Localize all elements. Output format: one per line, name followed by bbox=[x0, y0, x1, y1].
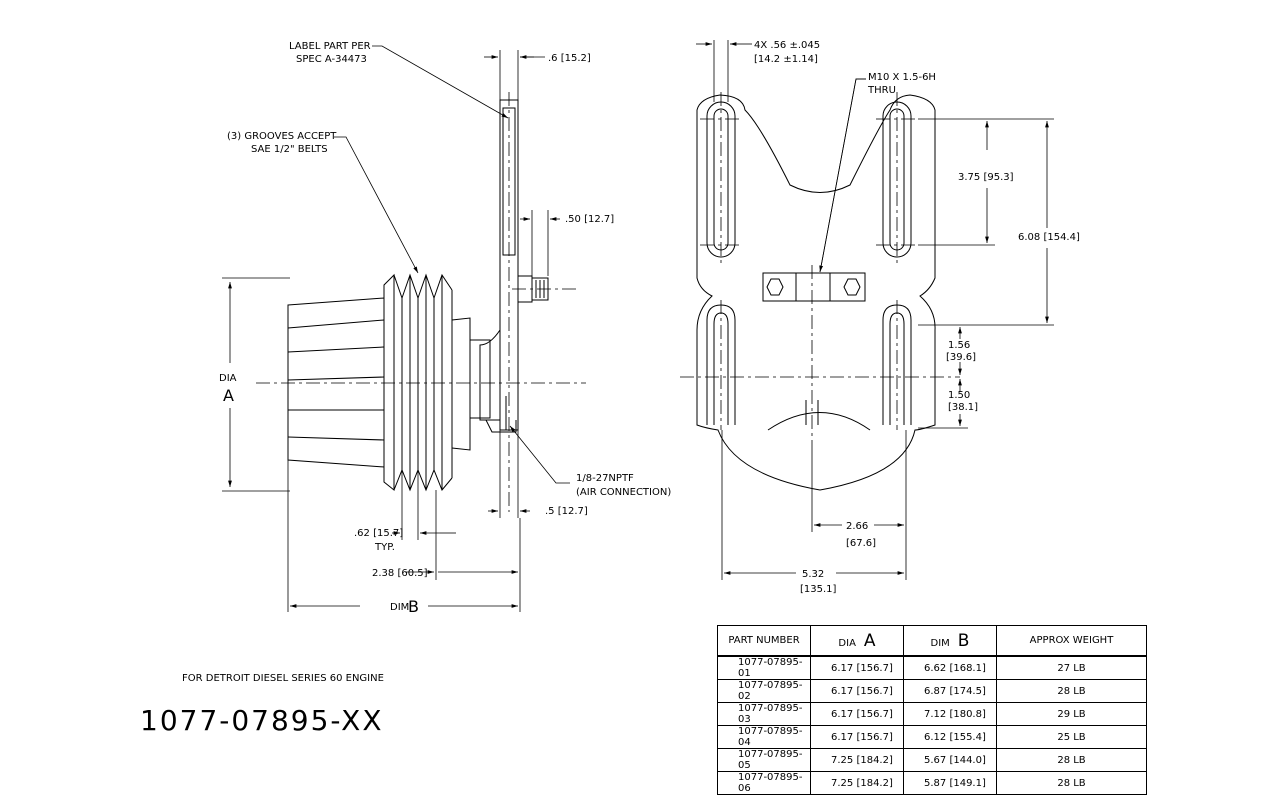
cell-weight: 28 LB bbox=[996, 748, 1147, 772]
label-part-note-line2: SPEC A-34473 bbox=[296, 54, 367, 65]
dim-156: 1.56 bbox=[948, 340, 970, 351]
engine-note: FOR DETROIT DIESEL SERIES 60 ENGINE bbox=[182, 673, 384, 684]
dia-letter: A bbox=[223, 386, 234, 405]
grooves-note-line1: (3) GROOVES ACCEPT bbox=[227, 131, 337, 142]
dim-266-metric: [67.6] bbox=[846, 538, 876, 549]
cell-dia: 6.17 [156.7] bbox=[810, 656, 904, 680]
table-row: 1077-07895-01 6.17 [156.7] 6.62 [168.1] … bbox=[717, 656, 1147, 680]
table-row: 1077-07895-04 6.17 [156.7] 6.12 [155.4] … bbox=[717, 725, 1147, 749]
dim-532-metric: [135.1] bbox=[800, 584, 837, 595]
dim-608: 6.08 [154.4] bbox=[1018, 232, 1080, 243]
header-weight: APPROX WEIGHT bbox=[996, 625, 1147, 657]
dimension-labels: LABEL PART PER SPEC A-34473 (3) GROOVES … bbox=[219, 40, 1080, 616]
cell-dia: 7.25 [184.2] bbox=[810, 748, 904, 772]
cell-part: 1077-07895-03 bbox=[717, 702, 811, 726]
table-header-row: PART NUMBER DIA A DIM B APPROX WEIGHT bbox=[717, 625, 1147, 657]
front-view-dimensions bbox=[696, 40, 1054, 580]
dim-06: .6 [15.2] bbox=[548, 53, 591, 64]
cell-part: 1077-07895-05 bbox=[717, 748, 811, 772]
cell-weight: 25 LB bbox=[996, 725, 1147, 749]
cell-dia: 7.25 [184.2] bbox=[810, 771, 904, 795]
dia-word: DIA bbox=[219, 373, 237, 384]
cell-dim: 5.67 [144.0] bbox=[903, 748, 997, 772]
thread-note-line2: THRU bbox=[867, 85, 896, 96]
dim-050: .50 [12.7] bbox=[565, 214, 614, 225]
dim-150-metric: [38.1] bbox=[948, 402, 978, 413]
cell-dia: 6.17 [156.7] bbox=[810, 702, 904, 726]
dim-238: 2.38 [60.5] bbox=[372, 568, 428, 579]
label-part-note-line1: LABEL PART PER bbox=[289, 41, 371, 52]
cell-weight: 27 LB bbox=[996, 656, 1147, 680]
header-dia-word: DIA bbox=[838, 637, 856, 649]
dim-062: .62 [15.7] bbox=[354, 528, 403, 539]
dim-156-metric: [39.6] bbox=[946, 352, 976, 363]
holes-note-line2: [14.2 ±1.14] bbox=[754, 54, 818, 65]
part-number-title: 1077-07895-XX bbox=[140, 704, 384, 737]
air-note-line1: 1/8-27NPTF bbox=[576, 473, 634, 484]
cell-part: 1077-07895-01 bbox=[717, 656, 811, 680]
dim-532: 5.32 bbox=[802, 569, 824, 580]
side-view-centerlines bbox=[256, 92, 586, 512]
dim-b-letter: B bbox=[408, 597, 419, 616]
cell-weight: 28 LB bbox=[996, 771, 1147, 795]
cell-part: 1077-07895-04 bbox=[717, 725, 811, 749]
cell-part: 1077-07895-06 bbox=[717, 771, 811, 795]
front-view bbox=[696, 94, 936, 491]
thread-note-line1: M10 X 1.5-6H bbox=[868, 72, 936, 83]
dim-typ: TYP. bbox=[374, 542, 395, 553]
dim-05: .5 [12.7] bbox=[545, 506, 588, 517]
header-dim-letter: B bbox=[957, 630, 970, 651]
front-view-centerlines bbox=[680, 92, 960, 440]
cell-weight: 29 LB bbox=[996, 702, 1147, 726]
cell-dim: 6.62 [168.1] bbox=[903, 656, 997, 680]
header-part-number: PART NUMBER bbox=[717, 625, 811, 657]
header-dia-letter: A bbox=[863, 630, 876, 651]
table-row: 1077-07895-03 6.17 [156.7] 7.12 [180.8] … bbox=[717, 702, 1147, 726]
side-view bbox=[287, 99, 549, 492]
parts-table: PART NUMBER DIA A DIM B APPROX WEIGHT 1077… bbox=[717, 625, 1147, 795]
header-dia: DIA A bbox=[810, 625, 904, 657]
grooves-note-line2: SAE 1/2" BELTS bbox=[251, 144, 328, 155]
cell-dim: 6.87 [174.5] bbox=[903, 679, 997, 703]
dim-b-word: DIM bbox=[390, 602, 409, 613]
table-row: 1077-07895-02 6.17 [156.7] 6.87 [174.5] … bbox=[717, 679, 1147, 703]
dim-266: 2.66 bbox=[846, 521, 868, 532]
table-row: 1077-07895-05 7.25 [184.2] 5.67 [144.0] … bbox=[717, 748, 1147, 772]
cell-weight: 28 LB bbox=[996, 679, 1147, 703]
holes-note-line1: 4X .56 ±.045 bbox=[754, 40, 820, 51]
side-view-dimensions bbox=[222, 45, 570, 612]
cell-part: 1077-07895-02 bbox=[717, 679, 811, 703]
dim-150: 1.50 bbox=[948, 390, 970, 401]
table-row: 1077-07895-06 7.25 [184.2] 5.87 [149.1] … bbox=[717, 771, 1147, 795]
cell-dia: 6.17 [156.7] bbox=[810, 725, 904, 749]
header-dim-word: DIM bbox=[930, 637, 950, 649]
air-note-line2: (AIR CONNECTION) bbox=[576, 487, 671, 498]
dim-375: 3.75 [95.3] bbox=[958, 172, 1014, 183]
cell-dim: 6.12 [155.4] bbox=[903, 725, 997, 749]
cell-dim: 5.87 [149.1] bbox=[903, 771, 997, 795]
cell-dia: 6.17 [156.7] bbox=[810, 679, 904, 703]
cell-dim: 7.12 [180.8] bbox=[903, 702, 997, 726]
header-dim: DIM B bbox=[903, 625, 997, 657]
